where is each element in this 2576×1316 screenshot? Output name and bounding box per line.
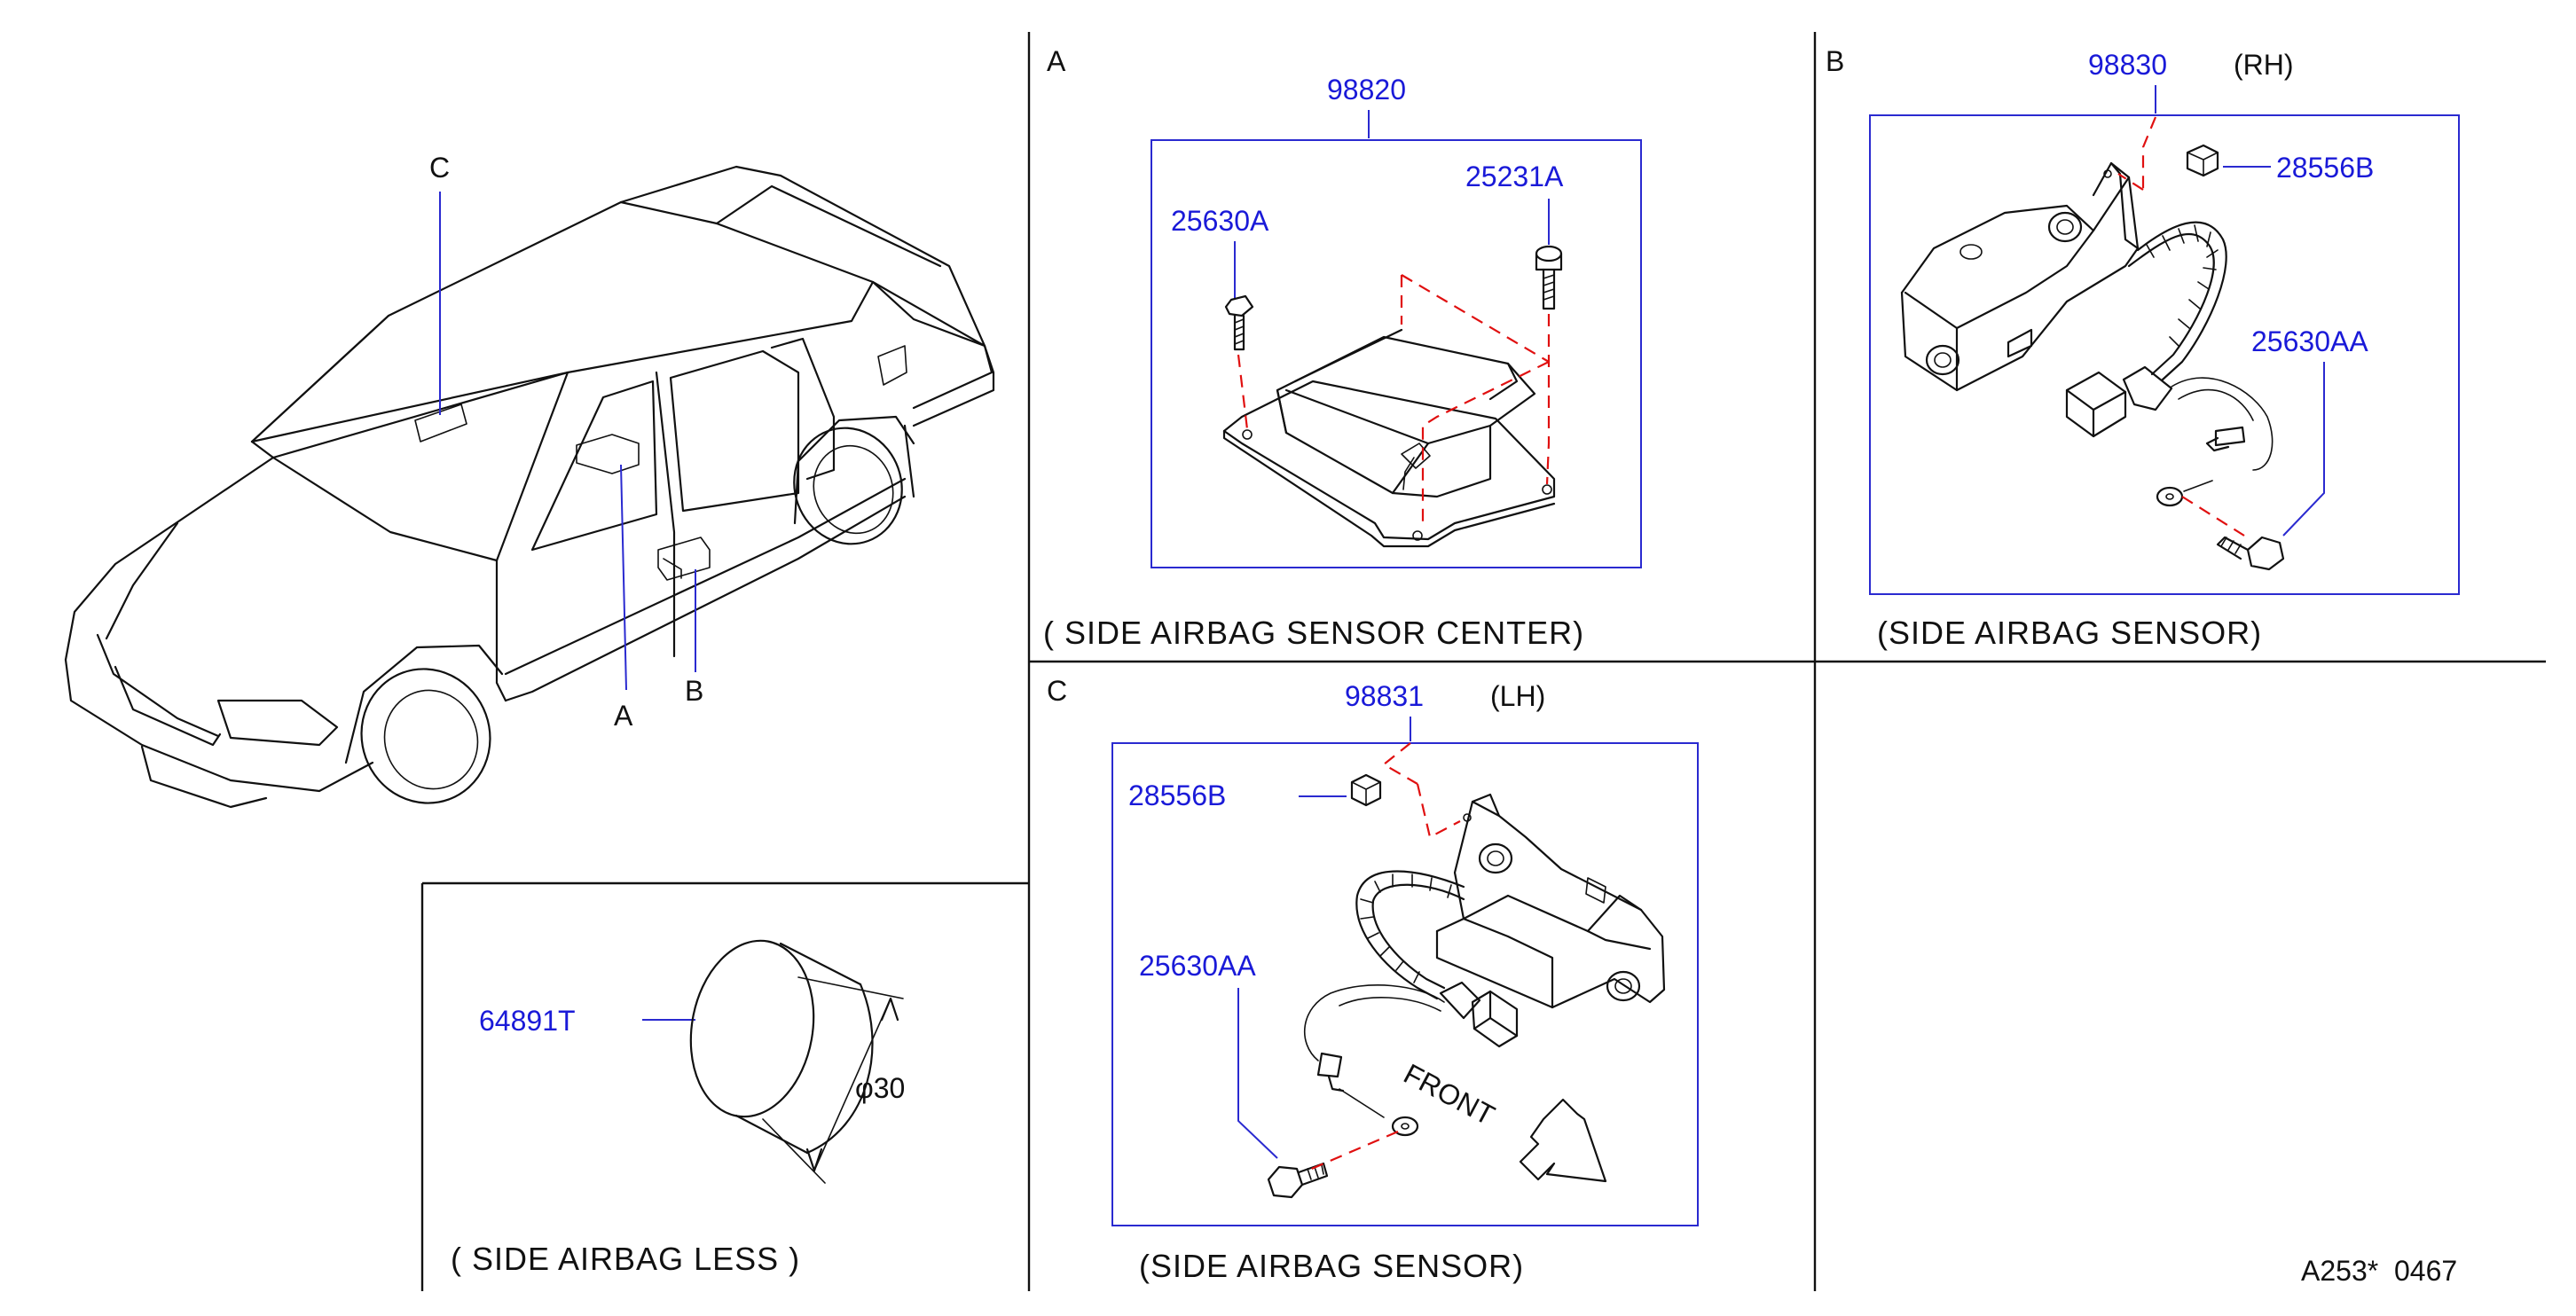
section-c-side: (LH) bbox=[1490, 680, 1545, 712]
section-c-caption: (SIDE AIRBAG SENSOR) bbox=[1139, 1248, 1524, 1284]
section-a-caption: ( SIDE AIRBAG SENSOR CENTER) bbox=[1043, 615, 1584, 651]
section-a-frame bbox=[1151, 139, 1642, 568]
part-28556B-rh: 28556B bbox=[2276, 152, 2374, 184]
part-64891T: 64891T bbox=[479, 1005, 576, 1037]
sensor-rh-illustration bbox=[1900, 144, 2285, 571]
section-c-dashed-guides bbox=[1307, 742, 1461, 1172]
part-25630A: 25630A bbox=[1171, 205, 1269, 237]
part-28556B-lh: 28556B bbox=[1128, 779, 1226, 811]
callout-a: A bbox=[614, 700, 633, 732]
sensor-lh-illustration bbox=[1267, 773, 1666, 1199]
part-98831: 98831 bbox=[1345, 680, 1424, 712]
section-b-caption: (SIDE AIRBAG SENSOR) bbox=[1877, 615, 2262, 651]
callout-b: B bbox=[685, 675, 703, 707]
section-a-letter: A bbox=[1047, 45, 1066, 77]
part-25231A: 25231A bbox=[1465, 161, 1564, 192]
section-less-caption: ( SIDE AIRBAG LESS ) bbox=[451, 1241, 800, 1277]
front-arrow-icon bbox=[1519, 1098, 1607, 1183]
section-c-frame bbox=[1111, 742, 1699, 1226]
part-98820: 98820 bbox=[1327, 74, 1406, 106]
part-25630AA-rh: 25630AA bbox=[2251, 325, 2368, 357]
section-b-dashed-guides bbox=[2117, 116, 2245, 537]
sensor-center-illustration bbox=[1222, 245, 1563, 548]
diagram-code: A253* 0467 bbox=[2301, 1255, 2457, 1287]
section-b-frame bbox=[1869, 114, 2460, 595]
dimension-phi30: φ30 bbox=[855, 1072, 905, 1104]
car-illustration bbox=[64, 165, 995, 809]
car-callouts bbox=[439, 192, 696, 691]
part-25630AA-lh: 25630AA bbox=[1139, 950, 1256, 982]
callout-c: C bbox=[429, 152, 450, 184]
plug-cap-illustration bbox=[689, 939, 904, 1184]
section-c-letter: C bbox=[1047, 675, 1067, 707]
section-b-side: (RH) bbox=[2234, 49, 2294, 81]
section-b-letter: B bbox=[1826, 45, 1844, 77]
section-a-dashed-guides bbox=[1237, 274, 1551, 529]
part-98830: 98830 bbox=[2088, 49, 2167, 81]
panel-dividers bbox=[420, 32, 2546, 1291]
